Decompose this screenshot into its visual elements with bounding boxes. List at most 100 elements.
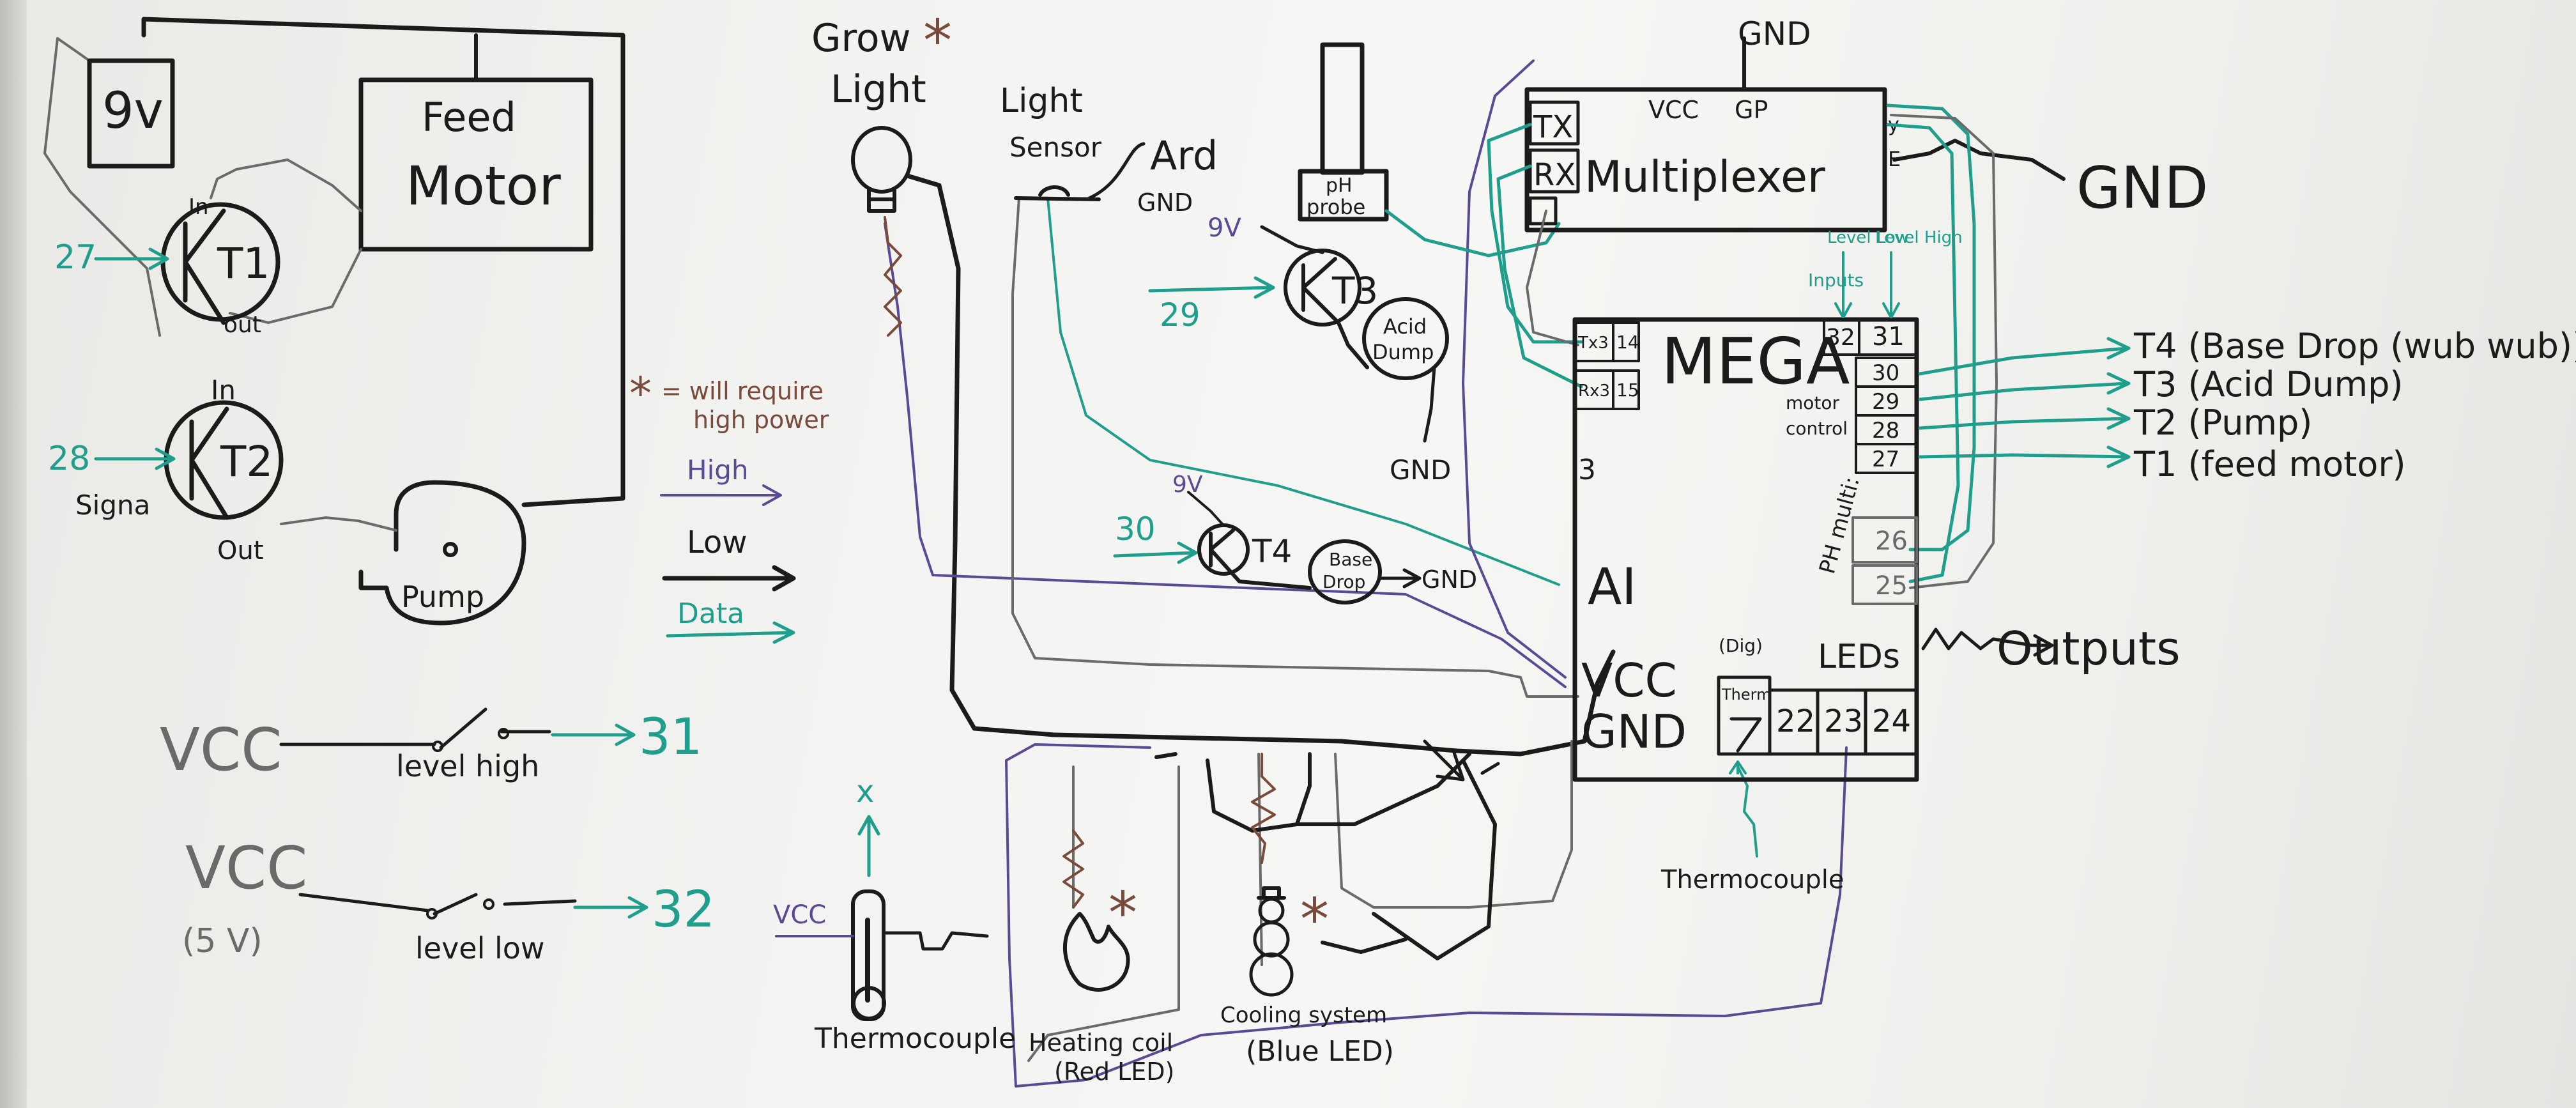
- acid-dump-label-2: Dump: [1372, 340, 1434, 364]
- wire-heating-gray: [1027, 740, 1573, 1062]
- wire-motor-to-t1: [210, 158, 362, 324]
- heating-resistor: [1062, 829, 1084, 909]
- ph-probe-to-multiplexer: [1384, 209, 1561, 258]
- acid-dump-box: [1362, 297, 1449, 380]
- t3-label: T3: [1331, 269, 1378, 312]
- level-low-vcc: VCC: [185, 834, 307, 902]
- multiplexer-tx-box: [1528, 100, 1580, 146]
- t3-gnd: GND: [1390, 454, 1451, 486]
- base-drop-label-2: Drop: [1322, 571, 1365, 592]
- mega-dig: (Dig): [1719, 635, 1763, 656]
- t4-supply: 9V: [1172, 472, 1203, 498]
- legend-data-arrow: [666, 621, 795, 644]
- mux-to-mega-gray: [1526, 210, 1579, 346]
- multiplexer-vcc: VCC: [1648, 96, 1699, 124]
- legend: * = will require high power High Low Dat…: [629, 367, 829, 644]
- snowman-head: [1258, 897, 1285, 924]
- mega-motor-control-2: control: [1786, 418, 1848, 439]
- mega-26: 26: [1875, 527, 1908, 556]
- t1-label: T1: [217, 239, 270, 288]
- output-t1: T1 (feed motor): [2133, 444, 2406, 484]
- t1-signal-arrow: [94, 247, 169, 270]
- light-sensor-ard: Ard: [1150, 132, 1218, 179]
- mega-31-box: [1858, 318, 1918, 356]
- whiteboard-frame: [0, 0, 27, 1108]
- wire-light-sensor-teal: [1046, 197, 1560, 586]
- t1-out: out: [224, 312, 261, 338]
- mega-31: 31: [1872, 322, 1905, 351]
- mega-level-low: Level Low: [1827, 228, 1909, 247]
- mega-15: 15: [1616, 380, 1639, 401]
- multiplexer: GND VCC GP TX RX Multiplexer y E GND: [1487, 15, 2208, 589]
- base-drop-gnd-arrow: [1378, 568, 1422, 589]
- heating-star: *: [1108, 880, 1137, 947]
- mega-pin-28: 28: [1872, 418, 1899, 443]
- light-sensor-label-2: Sensor: [1009, 132, 1102, 163]
- mega-pin-30: 30: [1872, 360, 1899, 386]
- mux-to-mega-teal: [1487, 123, 1583, 389]
- feed-motor-label-1: Feed: [422, 94, 516, 141]
- t2-label: T2: [220, 437, 273, 486]
- mega-25-box: [1851, 564, 1918, 605]
- sensors-bottom: x VCC Thermocouple * Heating coil (Red L…: [773, 753, 1394, 1086]
- legend-low: Low: [687, 525, 747, 560]
- t4-pin: 30: [1115, 511, 1156, 548]
- multiplexer-box: [1524, 87, 1887, 233]
- level-sensors: VCC level high 31 VCC (5 V) level low 32: [160, 707, 715, 966]
- legend-low-arrow: [662, 565, 796, 592]
- t3-signal-arrow: [1148, 276, 1275, 299]
- ph-probe-label-2: probe: [1307, 195, 1365, 219]
- wire-left-top: [43, 37, 161, 337]
- mega-led-24: 24: [1872, 704, 1911, 739]
- light-sensor-ard-wire: [1087, 142, 1146, 200]
- t3-base: [1301, 257, 1369, 369]
- t4-supply-wire: [1187, 491, 1225, 527]
- multiplexer-gp: GP: [1735, 96, 1768, 124]
- middle-wiring: [884, 59, 1848, 1088]
- pump-label: Pump: [401, 580, 484, 614]
- t2-base: [189, 406, 229, 520]
- level-low-contact-2: [483, 898, 494, 910]
- multiplexer-label: Multiplexer: [1584, 152, 1825, 203]
- t2-in: In: [211, 374, 236, 406]
- t1-in: In: [188, 194, 209, 220]
- grow-light-group: Grow Light * Light Sensor Ard GND: [811, 8, 1218, 337]
- multiplexer-tx: TX: [1533, 109, 1573, 145]
- grow-light-resistor: [884, 216, 902, 337]
- wire-grow-light-purple: [884, 222, 1567, 688]
- t3-pin: 29: [1160, 296, 1200, 334]
- outputs: T4 (Base Drop (wub wub)) T3 (Acid Dump) …: [1918, 326, 2576, 675]
- level-high-contact-2: [498, 728, 509, 739]
- grow-light-star: *: [923, 8, 952, 75]
- wire-cross-arrows: [1423, 739, 1500, 781]
- grow-light-base: [867, 187, 896, 213]
- output-t2: T2 (Pump): [2133, 403, 2312, 443]
- legend-high-arrow: [660, 484, 782, 506]
- level-high-label: level high: [396, 749, 539, 783]
- cooling-label-1: Cooling system: [1220, 1003, 1387, 1028]
- snowman-body: [1249, 952, 1294, 997]
- mega-vcc: VCC: [1581, 654, 1677, 707]
- thermo-vcc: VCC: [773, 900, 826, 930]
- level-high-arrow: [551, 723, 636, 746]
- mega-26-box: [1851, 516, 1918, 564]
- pump-body: [358, 480, 526, 626]
- light-sensor-label-1: Light: [1000, 82, 1083, 120]
- output-t4: T4 (Base Drop (wub wub)): [2133, 326, 2576, 366]
- mega-board: MEGA Tx3 14 Rx3 15 3 AI VCC GND Inputs L…: [1572, 228, 1963, 895]
- ph-probe-stem: [1320, 42, 1365, 175]
- snowman-hat: [1257, 886, 1286, 900]
- t2-signal-arrow: [94, 447, 176, 470]
- heating-label-1: Heating coil: [1029, 1029, 1173, 1057]
- mega-pin-27: 27: [1872, 447, 1899, 472]
- thermo-x: x: [856, 774, 874, 810]
- t4-signal-arrow: [1113, 541, 1198, 564]
- heating-label-2: (Red LED): [1054, 1058, 1174, 1086]
- base-drop-label-1: Base: [1329, 549, 1372, 570]
- wire-light-sensor-gray: [1011, 197, 1579, 698]
- wire-left-outer: [141, 17, 625, 507]
- ph-t3-t4-group: pH probe 9V T3 29 Acid Dump GND 9V T4 30…: [1113, 42, 1561, 604]
- multiplexer-rx: RX: [1533, 157, 1575, 193]
